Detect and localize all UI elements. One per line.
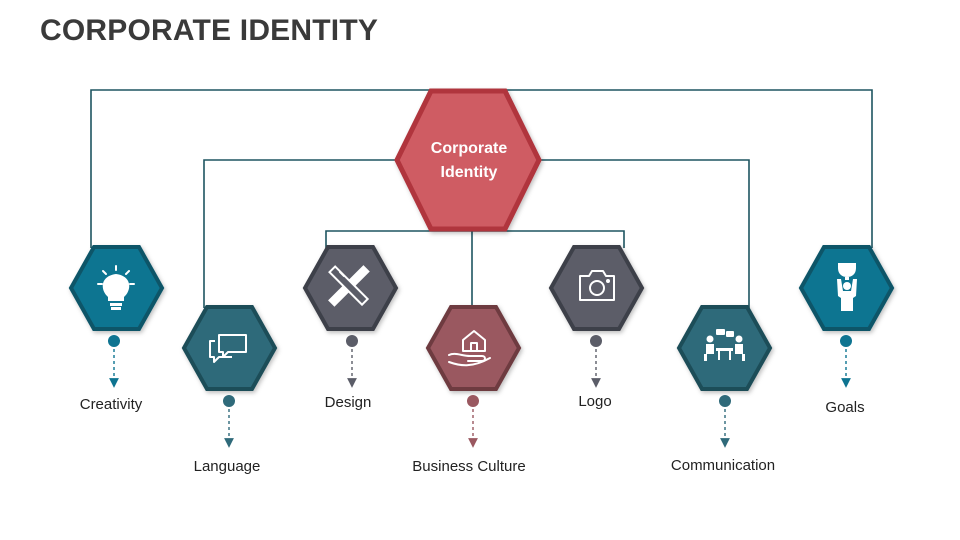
node-communication: Communication: [671, 305, 775, 474]
hexagon-business-culture: [425, 305, 522, 391]
center-label-line2: Identity: [441, 164, 498, 181]
trophy-person-icon: [837, 263, 857, 311]
dot-design: [346, 335, 358, 347]
label-design: Design: [325, 394, 372, 411]
label-communication: Communication: [671, 457, 775, 474]
hexagon-logo: [548, 245, 645, 331]
camera-icon: [579, 270, 615, 301]
page-title: CORPORATE IDENTITY: [40, 14, 379, 47]
dot-business-culture: [467, 395, 479, 407]
label-logo: Logo: [578, 393, 611, 410]
connector-communication: [540, 159, 750, 308]
dot-language: [223, 395, 235, 407]
node-goals: Goals: [798, 245, 895, 416]
dot-goals: [840, 335, 852, 347]
center-label-line1: Corporate: [431, 140, 508, 157]
lightbulb-icon: [97, 265, 135, 310]
node-logo: Logo: [548, 245, 645, 410]
label-business-culture: Business Culture: [412, 458, 525, 475]
center-node: [394, 88, 542, 232]
label-creativity: Creativity: [80, 396, 143, 413]
meeting-icon: [704, 329, 745, 361]
dot-creativity: [108, 335, 120, 347]
center-hexagon: [394, 88, 542, 232]
node-business-culture: Business Culture: [412, 305, 526, 475]
dot-logo: [590, 335, 602, 347]
pencil-ruler-icon: [328, 265, 370, 307]
node-language: Language: [181, 305, 278, 475]
label-language: Language: [194, 458, 261, 475]
connector-language: [203, 159, 397, 308]
label-goals: Goals: [825, 399, 864, 416]
hand-house-icon: [448, 330, 491, 367]
chat-bubbles-icon: [209, 334, 247, 363]
node-creativity: Creativity: [68, 245, 165, 413]
node-design: Design: [302, 245, 399, 411]
dot-communication: [719, 395, 731, 407]
